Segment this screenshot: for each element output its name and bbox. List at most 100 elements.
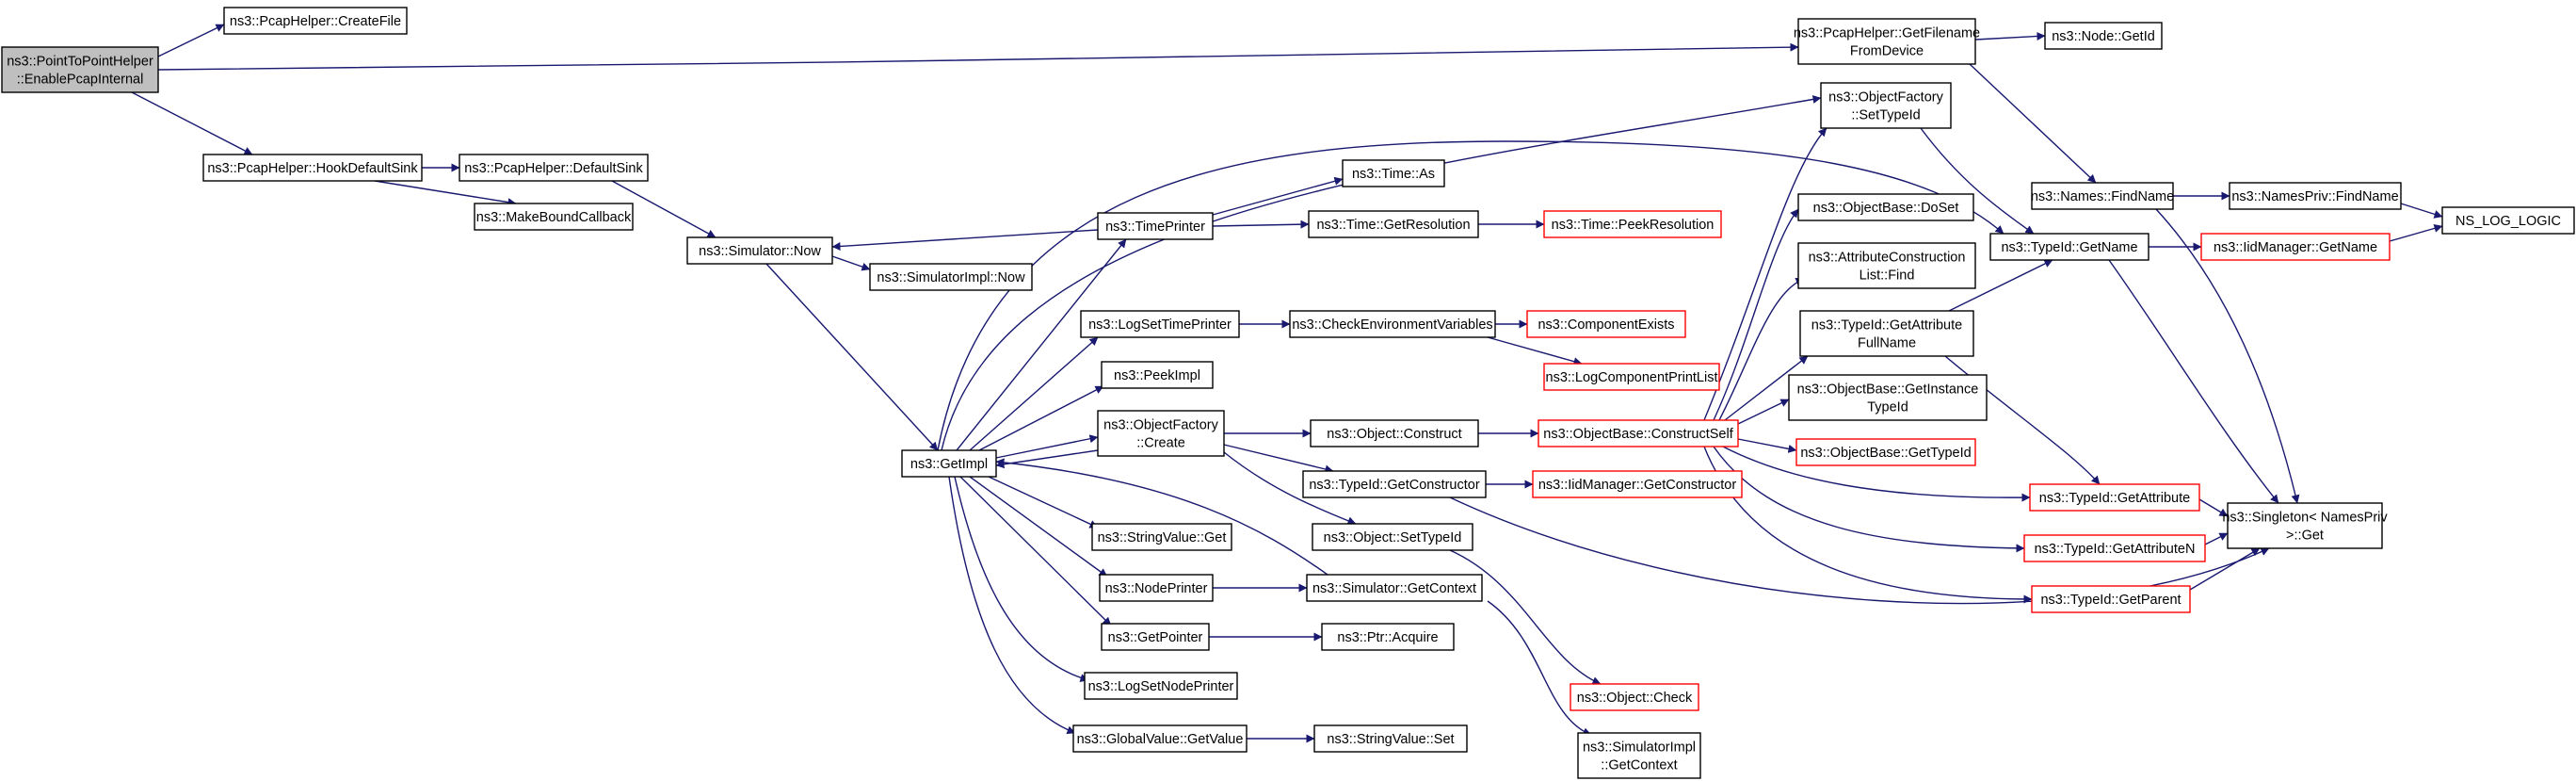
node-box — [1097, 410, 1225, 457]
graph-node-typeid-getname[interactable]: ns3::TypeId::GetName — [1989, 233, 2149, 261]
node-box — [901, 449, 997, 478]
node-box — [2200, 233, 2391, 261]
graph-node-timeprinter[interactable]: ns3::TimePrinter — [1097, 212, 1214, 240]
graph-node-object-construct[interactable]: ns3::Object::Construct — [1310, 419, 1479, 447]
call-edge-getimpl-to-timeprinter — [956, 238, 1127, 451]
graph-node-root[interactable]: ns3::PointToPointHelper::EnablePcapInter… — [1, 46, 159, 93]
graph-node-logsetnodeprinter[interactable]: ns3::LogSetNodePrinter — [1084, 672, 1238, 700]
graph-node-objbase-doset[interactable]: ns3::ObjectBase::DoSet — [1797, 193, 1974, 221]
node-box — [1099, 574, 1214, 602]
graph-node-typeid-getconstructor[interactable]: ns3::TypeId::GetConstructor — [1302, 470, 1487, 498]
call-edge-objbase_constructself-to-objfactory_settypeid — [1703, 127, 1827, 421]
graph-node-hookdefaultsink[interactable]: ns3::PcapHelper::HookDefaultSink — [202, 154, 423, 182]
node-label: ns3::Ptr::Acquire — [1337, 630, 1438, 645]
graph-node-ptr-acquire[interactable]: ns3::Ptr::Acquire — [1321, 623, 1455, 651]
graph-node-globalvalue-getvalue[interactable]: ns3::GlobalValue::GetValue — [1072, 724, 1248, 753]
node-label: ns3::Object::Construct — [1327, 427, 1461, 442]
call-edge-objfactory_create-to-object_settypeid — [1223, 451, 1357, 526]
graph-node-namespriv-findname[interactable]: ns3::NamesPriv::FindName — [2229, 182, 2402, 210]
node-box — [1084, 672, 1238, 700]
node-label: ::EnablePcapInternal — [17, 73, 144, 88]
graph-node-peekimpl[interactable]: ns3::PeekImpl — [1101, 361, 1214, 389]
node-label: ns3::Node::GetId — [2052, 29, 2155, 44]
node-box — [2227, 502, 2383, 549]
graph-node-stringvalue-set[interactable]: ns3::StringValue::Set — [1313, 724, 1468, 753]
graph-node-typeid-getattribute[interactable]: ns3::TypeId::GetAttribute — [2029, 483, 2200, 512]
graph-node-objfactory-create[interactable]: ns3::ObjectFactory::Create — [1097, 410, 1225, 457]
node-box — [1797, 18, 1976, 65]
graph-node-logcompprintlist[interactable]: ns3::LogComponentPrintList — [1543, 363, 1720, 391]
node-box — [1091, 523, 1232, 551]
node-label: ns3::TypeId::GetAttribute — [2039, 491, 2190, 506]
node-label: NS_LOG_LOGIC — [2455, 214, 2561, 229]
graph-node-stringvalue-get[interactable]: ns3::StringValue::Get — [1091, 523, 1232, 551]
graph-node-logsettimeprinter[interactable]: ns3::LogSetTimePrinter — [1080, 310, 1240, 338]
node-label: ns3::AttributeConstruction — [1809, 251, 1966, 266]
call-edge-defaultsink-to-sim_now — [611, 180, 716, 238]
graph-node-objbase-gettypeid[interactable]: ns3::ObjectBase::GetTypeId — [1795, 438, 1976, 466]
graph-node-iidmgr-getconstructor[interactable]: ns3::IidManager::GetConstructor — [1532, 470, 1743, 498]
edge-layer — [131, 24, 2443, 743]
node-label: ns3::ObjectBase::ConstructSelf — [1543, 427, 1733, 442]
graph-node-simimpl-getcontext[interactable]: ns3::SimulatorImpl::GetContext — [1577, 732, 1701, 779]
call-edge-root-to-pcap_getfilename — [157, 42, 1799, 71]
graph-node-iidmgr-getname[interactable]: ns3::IidManager::GetName — [2200, 233, 2391, 261]
graph-node-names-findname[interactable]: ns3::Names::FindName — [2031, 182, 2174, 210]
graph-node-singleton-get[interactable]: ns3::Singleton< NamesPriv >::Get — [2222, 502, 2388, 549]
graph-node-sim-now[interactable]: ns3::Simulator::Now — [686, 236, 833, 265]
graph-node-componentexists[interactable]: ns3::ComponentExists — [1526, 310, 1686, 338]
call-edge-iidmgr_getname-to-ns_log_logic — [2389, 224, 2443, 242]
node-label: ns3::Simulator::GetContext — [1312, 581, 1476, 596]
call-edge-getimpl-to-getpointer — [959, 476, 1112, 626]
call-edge-objbase_constructself-to-objbase_getinstancetypeid — [1737, 399, 1790, 425]
graph-node-typeid-getattributen[interactable]: ns3::TypeId::GetAttributeN — [2023, 534, 2206, 562]
graph-node-getimpl[interactable]: ns3::GetImpl — [901, 449, 997, 478]
node-label: ns3::Names::FindName — [2031, 189, 2174, 204]
graph-node-node-getid[interactable]: ns3::Node::GetId — [2044, 22, 2163, 50]
node-box — [2031, 585, 2191, 613]
graph-node-typeid-getparent[interactable]: ns3::TypeId::GetParent — [2031, 585, 2191, 613]
node-label: ns3::LogComponentPrintList — [1546, 370, 1718, 385]
graph-node-ns-log-logic[interactable]: NS_LOG_LOGIC — [2441, 206, 2575, 235]
node-label: ns3::PointToPointHelper — [7, 55, 153, 70]
graph-node-simimpl-now[interactable]: ns3::SimulatorImpl::Now — [869, 263, 1033, 291]
node-label: ns3::ObjectBase::DoSet — [1813, 201, 1959, 216]
graph-node-defaultsink[interactable]: ns3::PcapHelper::DefaultSink — [459, 154, 649, 182]
graph-node-getpointer[interactable]: ns3::GetPointer — [1101, 623, 1210, 651]
graph-node-time-as[interactable]: ns3::Time::As — [1342, 159, 1445, 187]
node-label: ns3::GlobalValue::GetValue — [1077, 732, 1244, 747]
node-box — [459, 154, 649, 182]
call-edge-sim_getcontext-to-getimpl — [995, 458, 1328, 576]
call-edge-objbase_constructself-to-attrconstruct_find — [1718, 277, 1805, 421]
graph-node-sim-getcontext[interactable]: ns3::Simulator::GetContext — [1306, 574, 1483, 602]
node-label: ns3::TypeId::GetName — [2001, 240, 2137, 255]
node-box — [869, 263, 1033, 291]
node-label: ns3::Object::SetTypeId — [1324, 530, 1462, 545]
call-edge-getimpl-to-logsetnodeprinter — [954, 476, 1089, 682]
graph-node-time-peekres[interactable]: ns3::Time::PeekResolution — [1543, 210, 1722, 238]
graph-node-pcap-createfile[interactable]: ns3::PcapHelper::CreateFile — [223, 7, 408, 35]
node-box — [1543, 363, 1720, 391]
graph-node-nodeprinter[interactable]: ns3::NodePrinter — [1099, 574, 1214, 602]
graph-node-object-settypeid[interactable]: ns3::Object::SetTypeId — [1312, 523, 1473, 551]
call-edge-getimpl-to-peekimpl — [978, 385, 1104, 451]
graph-node-checkenv[interactable]: ns3::CheckEnvironmentVariables — [1289, 310, 1496, 338]
call-edge-getimpl-to-stringvalue_get — [988, 476, 1099, 529]
call-edge-timeprinter-to-time_as — [1212, 176, 1344, 216]
graph-node-makeboundcallback[interactable]: ns3::MakeBoundCallback — [474, 203, 634, 231]
call-edge-objbase_constructself-to-objbase_doset — [1713, 208, 1799, 421]
call-edge-getimpl-to-logsettimeprinter — [969, 336, 1099, 451]
graph-node-objfactory-settypeid[interactable]: ns3::ObjectFactory::SetTypeId — [1820, 82, 1952, 129]
node-box — [2044, 22, 2163, 50]
graph-node-time-getres[interactable]: ns3::Time::GetResolution — [1308, 210, 1479, 238]
node-box — [1101, 361, 1214, 389]
node-label: ns3::LogSetTimePrinter — [1088, 317, 1232, 333]
node-box — [2029, 483, 2200, 512]
graph-node-objbase-constructself[interactable]: ns3::ObjectBase::ConstructSelf — [1538, 419, 1739, 447]
graph-node-object-check[interactable]: ns3::Object::Check — [1570, 683, 1699, 711]
